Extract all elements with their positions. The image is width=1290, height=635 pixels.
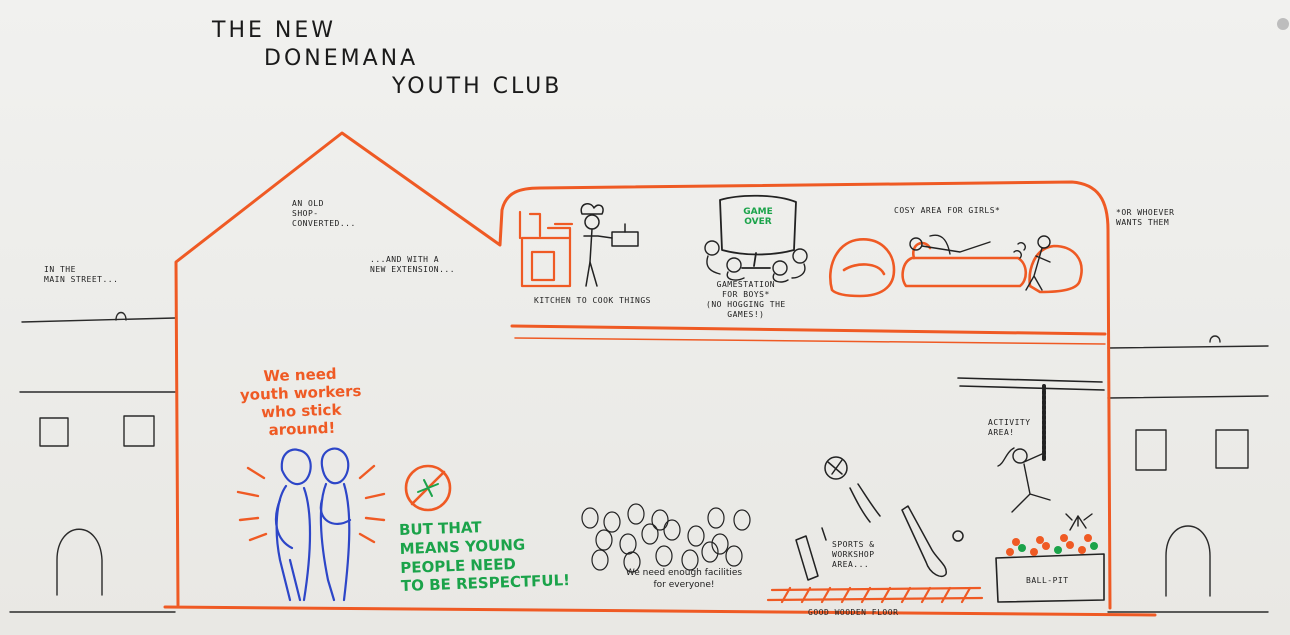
cosy-sofas [829,238,1083,298]
ball-pit-balls [1006,534,1098,556]
chef-figure [580,203,639,287]
game-over-text: GAME OVER [743,207,773,227]
kitchen-label: KITCHEN TO COOK THINGS [534,296,651,305]
gamestation-label: GAMESTATION FOR BOYS* (NO HOGGING THE GA… [706,280,786,319]
youth-workers-note: We need youth workers who stick around! [239,364,362,440]
cosy-area-label: COSY AREA FOR GIRLS* [894,206,1001,215]
climbing-figure [997,447,1051,513]
crowd-of-faces [581,503,751,573]
gamer-figures [704,240,808,283]
right-neighbour-building [1107,335,1269,613]
sports-equipment [795,456,964,581]
emphasis-marks [236,464,386,544]
poster-title-line-1: THE NEW [212,18,336,43]
activity-area-label: ACTIVITY AREA! [988,418,1031,437]
ball-pit-kid [1065,513,1093,531]
youth-club-outline [163,131,1157,617]
activity-frame [957,377,1105,462]
main-street-label: IN THE MAIN STREET... [44,265,119,284]
poster-title-line-3: YOUTH CLUB [392,74,563,99]
game-screen [719,194,797,269]
left-neighbour-building [9,311,176,613]
no-smoking-sign [404,464,452,512]
ball-pit-box [995,553,1105,603]
wooden-floor-planks [766,586,984,604]
facilities-note: We need enough facilities for everyone! [625,568,743,590]
ball-pit-label: BALL-PIT [1026,576,1069,585]
new-extension-label: ...AND WITH A NEW EXTENSION... [370,255,456,274]
kitchen-drawing [518,210,574,288]
old-shop-label: AN OLD SHOP- CONVERTED... [292,199,356,228]
relaxing-figures [909,234,1051,291]
youth-worker-figures [274,447,352,602]
wooden-floor-label: GOOD WOODEN FLOOR [808,608,899,617]
poster-title-line-2: DONEMANA [264,46,419,71]
respectful-note: BUT THAT MEANS YOUNG PEOPLE NEED TO BE R… [398,518,571,596]
whoever-label: *OR WHOEVER WANTS THEM [1116,208,1175,227]
sports-area-label: SPORTS & WORKSHOP AREA... [832,540,875,569]
pin-hole [1277,18,1289,30]
